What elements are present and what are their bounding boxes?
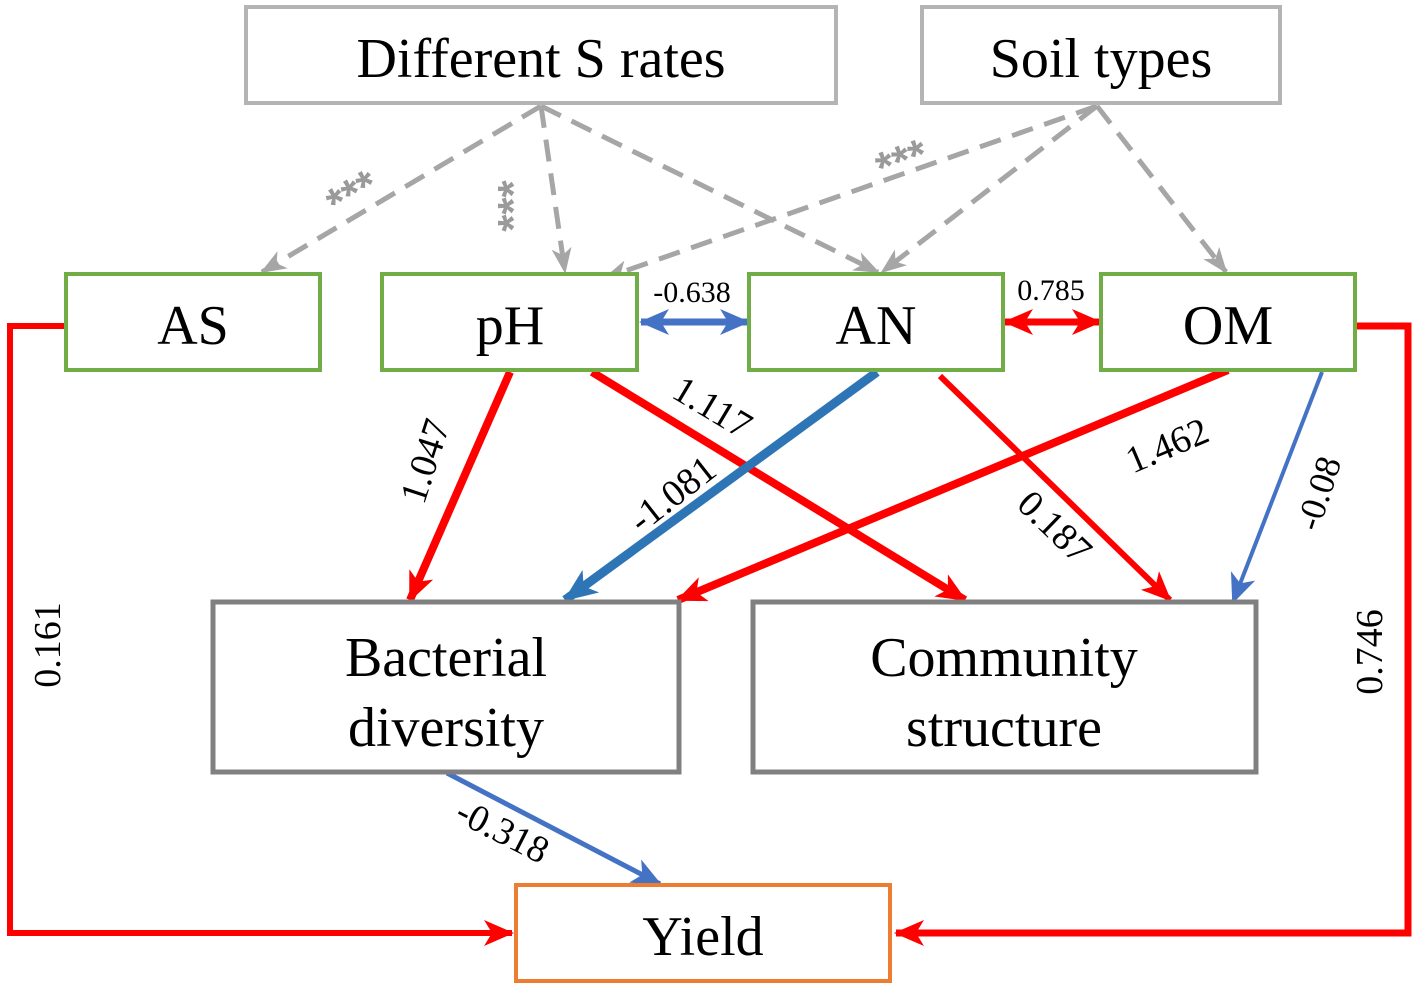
node-bacterial-line2: diversity [348, 697, 544, 759]
sig-srates-ph: *** [489, 179, 538, 231]
arrow-soil-an [880, 104, 1099, 274]
label-om-community: -0.08 [1288, 451, 1349, 535]
node-bacterial-diversity: Bacterial diversity [210, 599, 682, 775]
arrow-soil-om [1095, 104, 1228, 274]
label-om-bacterial: 1.462 [1120, 410, 1215, 482]
arrow-srates-an [539, 103, 880, 275]
node-s-rates-label: Different S rates [356, 28, 725, 90]
node-community-line2: structure [906, 697, 1102, 759]
label-ph-an: -0.638 [653, 276, 731, 309]
node-yield: Yield [514, 883, 892, 983]
arrow-an-community [937, 373, 1173, 603]
node-soil-types-label: Soil types [990, 28, 1212, 90]
node-bacterial-line1: Bacterial [345, 627, 547, 689]
arrow-soil-ph [603, 103, 1098, 281]
node-as-label: AS [157, 295, 229, 357]
node-soil-types: Soil types [920, 5, 1282, 105]
node-s-rates: Different S rates [244, 5, 838, 105]
node-om: OM [1099, 272, 1357, 372]
label-an-om: 0.785 [1017, 274, 1085, 307]
label-ph-community: 1.117 [665, 368, 759, 447]
arrow-as-yield [7, 323, 514, 946]
label-an-community: 0.187 [1009, 483, 1100, 573]
node-an-label: AN [836, 295, 917, 357]
sig-srates-as: *** [318, 160, 388, 229]
node-an: AN [747, 272, 1005, 372]
arrow-srates-as [260, 103, 543, 275]
arrow-bacterial-yield [445, 770, 662, 887]
label-ph-bacterial: 1.047 [392, 414, 458, 508]
label-om-yield: 0.746 [1349, 609, 1391, 695]
node-community-structure: Community structure [750, 599, 1259, 775]
node-yield-label: Yield [642, 906, 763, 968]
arrow-om-yield [894, 322, 1412, 946]
sig-soil-ph: *** [870, 129, 936, 193]
arrow-om-bacterial [676, 366, 1230, 604]
arrow-ph-bacterial [406, 370, 514, 602]
node-community-line1: Community [870, 627, 1138, 689]
arrow-an-bacterial [562, 368, 880, 604]
factor-arrows [260, 103, 1228, 281]
node-om-label: OM [1183, 295, 1273, 357]
arrow-srates-ph [538, 105, 572, 274]
node-ph: pH [380, 272, 639, 372]
node-ph-label: pH [476, 295, 544, 357]
arrow-ph-community [589, 368, 968, 604]
arrow-om-community [1230, 371, 1324, 604]
node-as: AS [64, 272, 322, 372]
label-as-yield: 0.161 [27, 602, 69, 688]
